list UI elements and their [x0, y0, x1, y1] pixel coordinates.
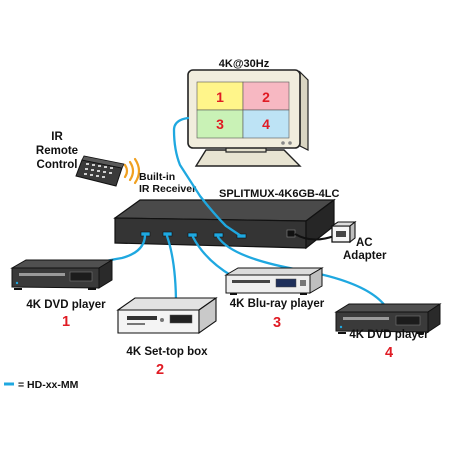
switch-model-label: SPLITMUX-4K6GB-4LC: [219, 188, 339, 200]
screen-quadrant-1: [196, 81, 244, 111]
switch-device: [113, 198, 336, 250]
remote-label-line3: Control: [37, 159, 78, 171]
power-cable: [294, 233, 335, 241]
remote-label-line2: Remote: [36, 145, 78, 157]
screen-quadrant-3: [196, 109, 244, 139]
receiver-label-line1: Built-in: [139, 171, 175, 183]
dvd-player-1: [10, 259, 114, 290]
blu-ray-player: [224, 267, 324, 295]
screen-quadrant-2: [242, 81, 290, 111]
set-top-box: [116, 296, 218, 335]
screen-quadrant-4: [242, 109, 290, 139]
remote-label-line1: IR: [51, 131, 63, 143]
receiver-label-line2: IR Receiver: [139, 183, 196, 195]
legend-label: = HD-xx-MM: [18, 379, 79, 391]
quadrant-number-2: 2: [262, 89, 270, 105]
source-4-name: 4K DVD player: [349, 329, 429, 341]
source-1-name: 4K DVD player: [26, 299, 106, 311]
monitor: [187, 69, 309, 167]
quadrant-number-1: 1: [216, 89, 224, 105]
quadrant-number-4: 4: [262, 116, 270, 132]
source-2-name: 4K Set-top box: [126, 346, 208, 358]
ac-adapter-label-line1: AC: [356, 237, 373, 249]
cable-monitor: [172, 116, 243, 238]
source-2-number: 2: [156, 362, 164, 378]
monitor-resolution-label: 4K@30Hz: [219, 58, 270, 70]
source-4-number: 4: [385, 345, 393, 361]
source-3-name: 4K Blu-ray player: [230, 298, 325, 310]
dvd-player-4: [334, 303, 442, 334]
cable-source-2: [165, 234, 178, 307]
ac-adapter-label-line2: Adapter: [343, 250, 387, 262]
ir-signal-waves-icon: [123, 157, 141, 185]
source-3-number: 3: [273, 315, 281, 331]
quadrant-number-3: 3: [216, 116, 224, 132]
cable-source-3: [191, 235, 234, 278]
ac-adapter-icon: [330, 220, 357, 244]
source-1-number: 1: [62, 314, 70, 330]
remote-control-icon: [75, 155, 125, 187]
